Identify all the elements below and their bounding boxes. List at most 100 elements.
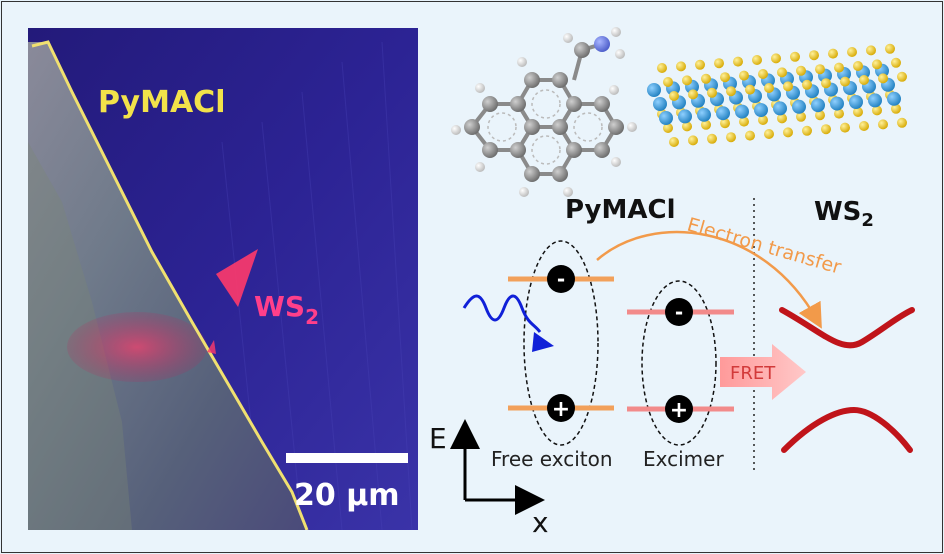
ws2-conduction-band — [779, 307, 915, 349]
ws2-micrograph-sub: 2 — [305, 305, 319, 329]
sulfur-atom — [720, 118, 730, 129]
tungsten-atom — [773, 101, 787, 116]
tungsten-atom — [754, 103, 768, 117]
sulfur-atom — [840, 76, 850, 87]
sulfur-atom — [878, 119, 888, 130]
sulfur-atom — [752, 55, 762, 65]
sulfur-atom — [828, 48, 838, 59]
ws2-micrograph-label: WS2 — [254, 290, 319, 329]
sulfur-atom — [834, 62, 844, 73]
photon-wave-icon — [462, 294, 542, 333]
tungsten-atom — [647, 83, 661, 97]
sulfur-atom — [663, 77, 673, 87]
tungsten-atom — [659, 111, 673, 125]
sulfur-atom — [657, 63, 667, 73]
sulfur-atom — [720, 72, 730, 83]
photon-arrowhead-icon — [532, 332, 554, 352]
sulfur-atom — [872, 105, 882, 116]
tungsten-atom — [716, 106, 730, 121]
sulfur-atom — [777, 113, 787, 124]
sulfur-atom — [764, 83, 774, 93]
sulfur-atom — [745, 130, 755, 141]
excimer-hole-symbol: + — [670, 398, 688, 423]
excimer-ellipse — [641, 280, 717, 446]
sulfur-atom — [758, 69, 768, 79]
sulfur-atom — [771, 53, 781, 64]
sulfur-atom — [859, 75, 869, 85]
tungsten-atom — [678, 109, 692, 124]
energy-diagram: PyMACl WS2 Electron transfer - + - + FRE… — [429, 195, 915, 539]
sulfur-atom — [878, 73, 888, 84]
sulfur-atom — [796, 111, 806, 122]
sulfur-atom — [840, 122, 850, 133]
sulfur-atom — [853, 61, 863, 71]
sulfur-atom — [790, 51, 800, 62]
sulfur-atom — [739, 116, 749, 127]
tungsten-atom — [868, 93, 882, 108]
sulfur-atom — [714, 58, 724, 69]
tungsten-atom — [849, 95, 863, 109]
tungsten-atom — [887, 91, 901, 106]
sulfur-atom — [885, 43, 895, 54]
sulfur-atom — [726, 86, 736, 97]
sulfur-atom — [676, 61, 686, 72]
sulfur-atom — [809, 50, 819, 61]
excimer-hole-icon — [665, 395, 693, 423]
sulfur-atom — [707, 87, 717, 98]
scale-bar-label: 20 µm — [294, 478, 400, 513]
ws2-valence-band — [781, 406, 913, 453]
sulfur-atom — [695, 59, 705, 70]
sulfur-atom — [897, 117, 907, 128]
sulfur-atom — [739, 70, 749, 81]
electron-symbol: - — [557, 267, 565, 291]
sulfur-atom — [758, 115, 768, 125]
sulfur-atom — [707, 133, 717, 144]
sulfur-atom — [897, 71, 907, 82]
fret-arrow-icon — [720, 344, 806, 400]
electron-icon — [547, 265, 575, 293]
sulfur-atom — [847, 47, 857, 57]
tungsten-atom — [811, 98, 825, 113]
ws2-header-sub: 2 — [861, 210, 874, 231]
sulfur-atom — [802, 79, 812, 90]
sulfur-atom — [815, 110, 825, 121]
sulfur-atom — [663, 123, 673, 133]
hole-icon — [547, 394, 575, 422]
scale-bar — [286, 453, 408, 463]
pymacl-micrograph-label: PyMACl — [98, 85, 225, 120]
ws2-header-main: WS — [814, 197, 861, 227]
position-axis-label: x — [532, 506, 549, 539]
sulfur-atom — [669, 91, 679, 101]
sulfur-atom — [777, 67, 787, 78]
sulfur-atom — [726, 132, 736, 143]
sulfur-atom — [866, 45, 876, 56]
sulfur-atom — [815, 64, 825, 75]
sulfur-atom — [802, 125, 812, 136]
ws2-micrograph-main: WS — [254, 290, 305, 323]
sulfur-atom — [682, 121, 692, 132]
sulfur-atom — [859, 121, 869, 131]
sulfur-atom — [821, 78, 831, 89]
excimer-label: Excimer — [643, 447, 724, 471]
sulfur-atom — [891, 57, 901, 68]
sulfur-atom — [891, 103, 901, 114]
sulfur-atom — [701, 73, 711, 84]
electron-transfer-arrow — [596, 230, 822, 329]
free-exciton-ellipse — [523, 240, 599, 446]
ws2-lattice-model — [647, 43, 907, 147]
excimer-electron-symbol: - — [675, 300, 683, 324]
sulfur-atom — [783, 81, 793, 92]
sulfur-atom — [745, 84, 755, 95]
sulfur-atom — [783, 127, 793, 138]
sulfur-atom — [688, 135, 698, 146]
sulfur-atom — [872, 59, 882, 70]
tungsten-atom — [792, 99, 806, 114]
energy-axis-label: E — [429, 422, 447, 455]
pymacl-molecule-model — [451, 27, 637, 197]
free-exciton-label: Free exciton — [491, 447, 613, 471]
sulfur-atom — [688, 89, 698, 100]
sulfur-atom — [764, 129, 774, 139]
sulfur-atom — [853, 107, 863, 117]
tungsten-atom — [653, 97, 667, 111]
